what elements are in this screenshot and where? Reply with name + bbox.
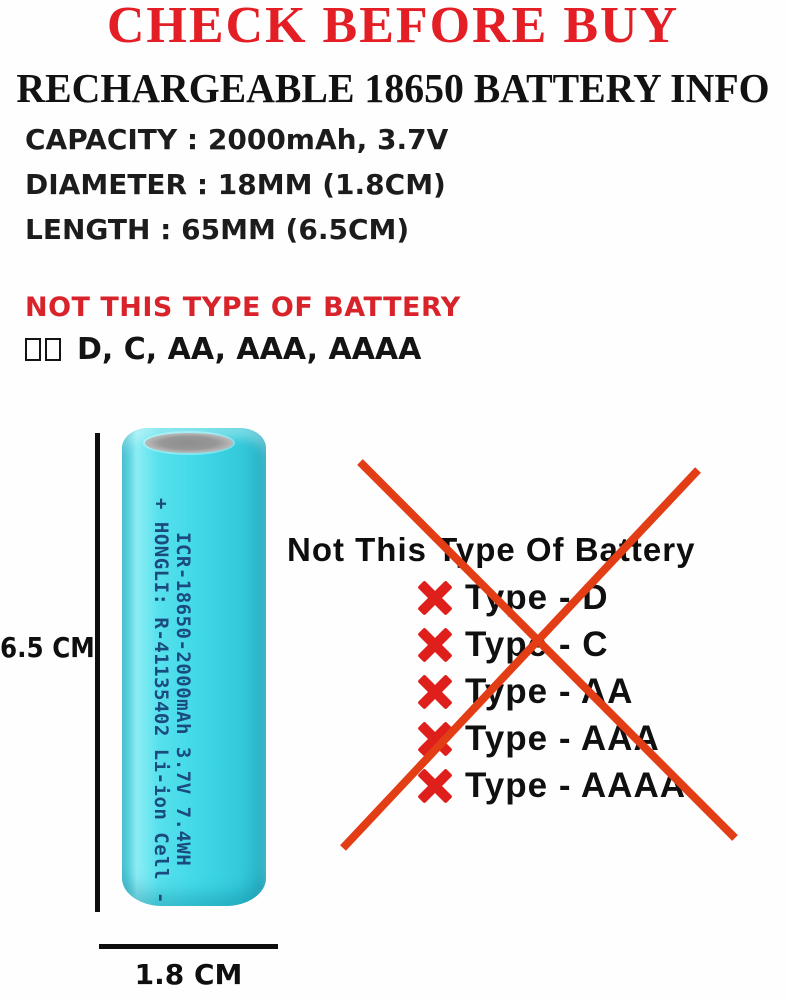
length-label: 6.5 CM xyxy=(0,631,95,664)
battery-type-label: Type - C xyxy=(465,625,609,664)
missing-glyph-box xyxy=(45,338,61,361)
spec-capacity: CAPACITY : 2000mAh, 3.7V xyxy=(25,123,449,156)
battery-print-text: ICR-18650-2000mAh 3.7V 7.4WH + HONGLI: R… xyxy=(150,490,194,904)
list-item: Type - D xyxy=(418,578,686,618)
battery-type-label: Type - AAA xyxy=(465,719,660,758)
diameter-label: 1.8 CM xyxy=(134,958,243,991)
list-item: Type - AA xyxy=(418,672,686,712)
battery-body xyxy=(122,428,266,906)
list-item: Type - AAA xyxy=(418,719,686,759)
battery-type-label: Type - AA xyxy=(465,672,634,711)
not-this-type-list: Type - D Type - C Type - AA Type - AAA T… xyxy=(418,578,686,806)
battery-type-label: Type - D xyxy=(465,578,609,617)
spec-length: LENGTH : 65MM (6.5CM) xyxy=(25,213,410,246)
battery-type-label: Type - AAAA xyxy=(465,766,686,805)
list-item: Type - C xyxy=(418,625,686,665)
page-title: CHECK BEFORE BUY xyxy=(106,0,680,54)
battery-top-cap xyxy=(145,433,233,453)
battery-18650-image: ICR-18650-2000mAh 3.7V 7.4WH + HONGLI: R… xyxy=(122,428,266,906)
missing-glyph-box xyxy=(25,338,41,361)
length-measure-line xyxy=(95,433,100,912)
excluded-sizes-text: D, C, AA, AAA, AAAA xyxy=(77,332,422,367)
page-subtitle: RECHARGEABLE 18650 BATTERY INFO xyxy=(16,65,770,111)
warning-heading: NOT THIS TYPE OF BATTERY xyxy=(25,292,461,323)
spec-diameter: DIAMETER : 18MM (1.8CM) xyxy=(25,168,446,201)
red-cross-icon xyxy=(418,722,452,756)
battery-specs: CAPACITY : 2000mAh, 3.7V DIAMETER : 18MM… xyxy=(25,117,448,252)
red-cross-icon xyxy=(418,675,452,709)
battery-print-model: ICR-18650-2000mAh 3.7V 7.4WH xyxy=(172,532,194,867)
list-item: Type - AAAA xyxy=(418,766,686,806)
red-cross-icon xyxy=(418,581,452,615)
diameter-measure-line xyxy=(99,944,278,949)
battery-print-brand: + HONGLI: R-41135402 Li-ion Cell - xyxy=(150,498,172,904)
red-cross-icon xyxy=(418,628,452,662)
excluded-sizes-row: D, C, AA, AAA, AAAA xyxy=(25,332,421,367)
not-this-type-heading: Not This Type Of Battery xyxy=(287,531,696,568)
red-cross-icon xyxy=(418,769,452,803)
